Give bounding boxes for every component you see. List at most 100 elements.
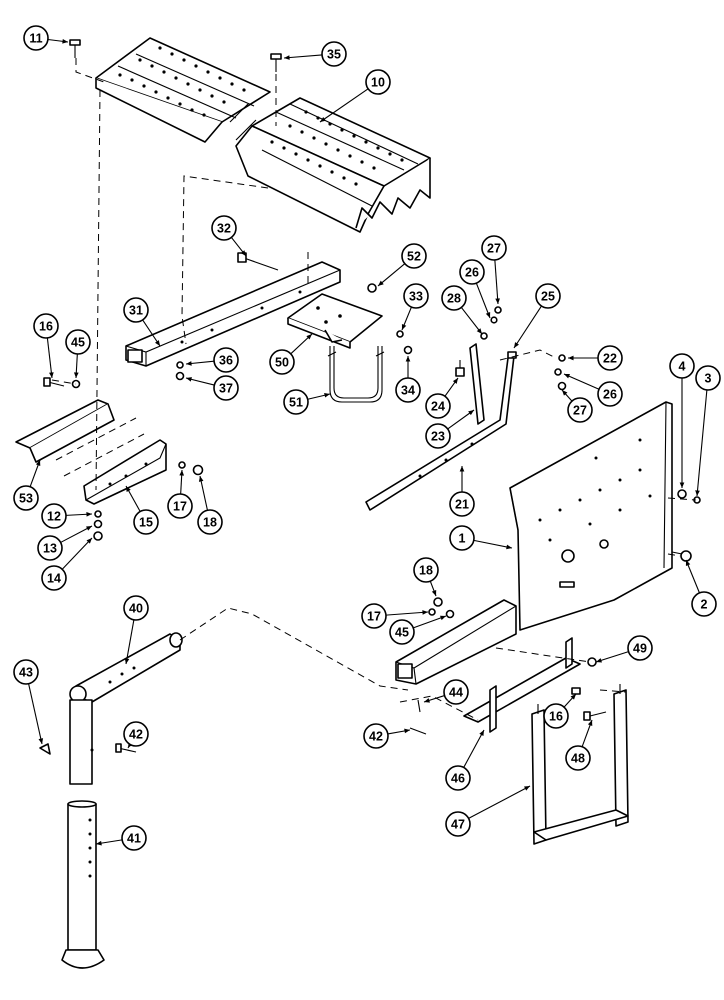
callout-leader	[475, 282, 491, 319]
callout-number: 25	[541, 290, 555, 304]
callout-number: 1	[459, 532, 466, 546]
callout-bubble	[213, 347, 239, 373]
callout-bubble	[123, 721, 149, 747]
nut-27b	[557, 381, 567, 391]
callout-16: 16	[543, 693, 577, 729]
callout-number: 12	[47, 510, 61, 524]
callout-leader	[696, 389, 708, 497]
callout-leader	[563, 373, 600, 390]
callout-arrowhead	[306, 334, 312, 340]
callout-31: 31	[123, 297, 161, 347]
callout-leader	[460, 307, 483, 335]
callout-34: 34	[395, 356, 421, 403]
callout-number: 49	[633, 642, 647, 656]
washer-17b	[428, 608, 436, 616]
callout-number: 51	[289, 396, 303, 410]
callout-number: 3	[705, 372, 712, 386]
callout-23: 23	[425, 409, 475, 449]
callout-arrowhead	[86, 511, 92, 517]
callout-43: 43	[13, 659, 44, 745]
jack-tube-40	[69, 632, 183, 785]
washer-12	[94, 510, 102, 518]
callout-number: 47	[451, 818, 465, 832]
callout-number: 11	[29, 32, 42, 46]
callout-arrowhead	[587, 720, 593, 726]
callout-leader	[685, 559, 700, 594]
callout-27: 27	[561, 389, 593, 423]
washer-28	[480, 332, 488, 340]
callout-22: 22	[568, 345, 623, 371]
callout-bubble	[65, 329, 91, 355]
callout-bubble	[565, 745, 591, 771]
washer-17a	[178, 461, 186, 469]
callout-bubble	[445, 811, 471, 837]
bolt-16a	[43, 377, 65, 387]
callout-arrowhead	[198, 476, 204, 482]
bolt-44	[417, 699, 421, 713]
callout-leader	[61, 537, 93, 570]
callout-number: 26	[465, 266, 479, 280]
callout-leader	[28, 683, 43, 745]
callout-arrowhead	[596, 658, 602, 663]
nut-14	[93, 531, 103, 541]
washer-26b	[554, 368, 562, 376]
callout-number: 31	[129, 304, 143, 318]
callout-arrowhead	[96, 840, 102, 846]
callout-number: 22	[603, 352, 617, 366]
clip-43	[39, 743, 51, 755]
callout-number: 2	[701, 598, 708, 612]
callout-1: 1	[449, 525, 513, 551]
callout-arrowhead	[495, 298, 500, 304]
callout-13: 13	[37, 525, 93, 561]
callout-bubble	[449, 525, 475, 551]
platform-walkway	[95, 37, 431, 233]
nut-34	[403, 345, 413, 355]
callout-arrowhead	[424, 698, 430, 703]
washer-13	[93, 519, 103, 529]
callout-bubble	[13, 659, 39, 685]
callout-number: 35	[327, 48, 341, 62]
callout-leader	[468, 785, 531, 819]
callout-number: 43	[19, 666, 33, 680]
callout-number: 17	[173, 500, 187, 514]
callout-41: 41	[95, 825, 147, 851]
callout-bubble	[365, 69, 391, 95]
callout-bubble	[441, 285, 467, 311]
pin-42a	[115, 743, 137, 753]
callout-arrowhead	[62, 38, 68, 44]
callout-number: 34	[401, 384, 415, 398]
callout-37: 37	[185, 375, 239, 401]
callout-arrowhead	[431, 590, 437, 596]
callout-25: 25	[513, 283, 561, 349]
callout-bubble	[283, 389, 309, 415]
callout-number: 48	[571, 752, 585, 766]
callout-28: 28	[441, 285, 483, 335]
callout-17: 17	[167, 469, 193, 519]
callout-bubble	[13, 485, 39, 511]
callout-bubble	[425, 393, 451, 419]
bolt-25	[507, 351, 517, 359]
callout-arrowhead	[562, 390, 568, 396]
callout-arrowhead	[154, 340, 160, 346]
callout-bubble	[597, 345, 623, 371]
callout-number: 18	[203, 516, 217, 530]
callout-bubble	[597, 381, 623, 407]
washer-22	[558, 354, 566, 362]
callout-arrowhead	[568, 355, 574, 361]
callout-arrowhead	[506, 544, 512, 550]
mounting-plate	[287, 293, 383, 349]
bolt-11	[69, 39, 81, 58]
callout-16: 16	[33, 313, 59, 379]
callout-arrowhead	[284, 55, 290, 60]
callout-17: 17	[361, 603, 429, 629]
callout-number: 45	[71, 336, 85, 350]
bolt-32	[237, 252, 279, 271]
callout-leader	[377, 263, 406, 287]
callout-leader	[199, 475, 208, 511]
callout-bubble	[363, 723, 389, 749]
callout-bubble	[543, 703, 569, 729]
nut-52	[367, 283, 377, 293]
nut-45b	[445, 609, 455, 619]
